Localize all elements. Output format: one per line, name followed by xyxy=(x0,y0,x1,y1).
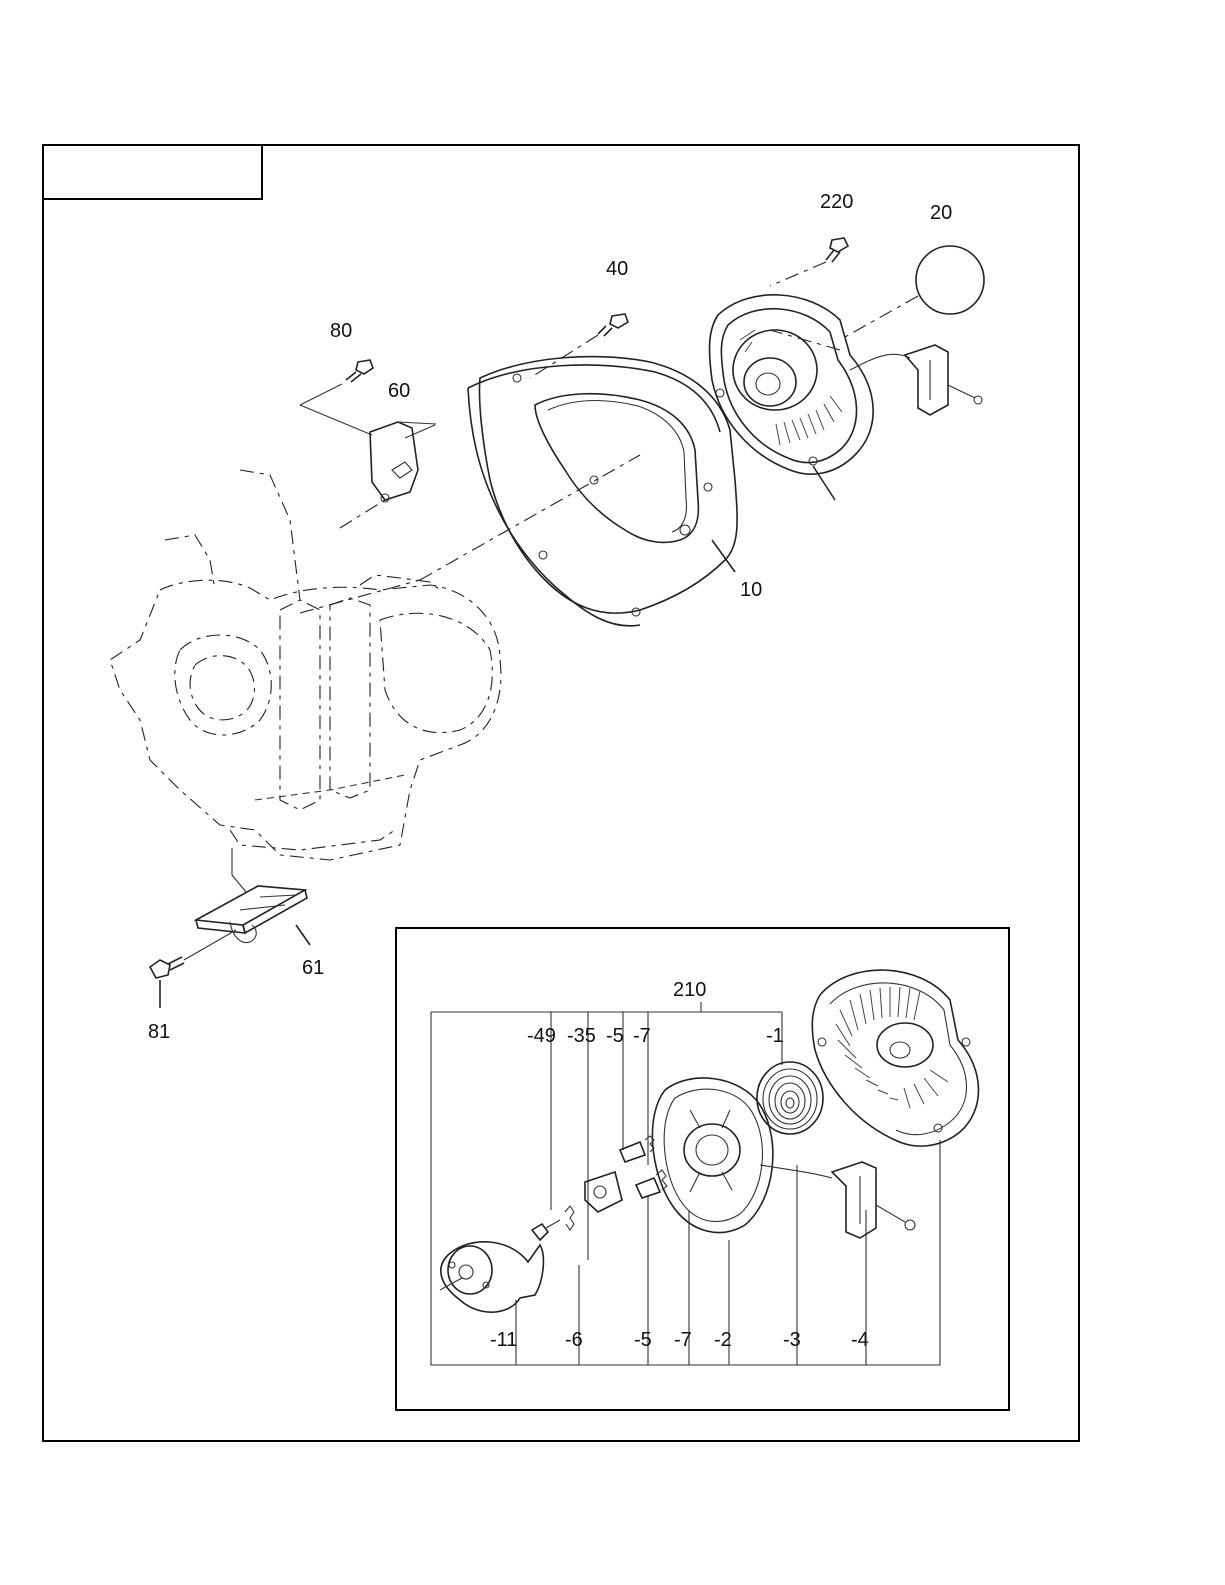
outer-frame xyxy=(43,145,1079,1441)
bolt-40 xyxy=(598,314,628,336)
callout-80: 80 xyxy=(330,320,352,342)
title-box xyxy=(43,145,262,199)
decal-disc xyxy=(916,246,984,314)
inset-bottom-label: -6 xyxy=(565,1329,583,1351)
callout-40: 40 xyxy=(606,258,628,280)
ratchet-parts xyxy=(532,1136,667,1240)
inset-top-label: -49 xyxy=(527,1025,556,1047)
callout-60: 60 xyxy=(388,380,410,402)
inset-top-label: -7 xyxy=(633,1025,651,1047)
bracket-60 xyxy=(370,422,436,502)
callout-20: 20 xyxy=(930,202,952,224)
inset-top-label: -35 xyxy=(567,1025,596,1047)
starter-case xyxy=(812,970,978,1146)
starter-rope-handle xyxy=(760,1162,915,1238)
inset-bottom-label: -3 xyxy=(783,1329,801,1351)
bolt-80 xyxy=(346,360,373,382)
inset-bottom-label: -4 xyxy=(851,1329,869,1351)
engine-body-phantom xyxy=(110,455,640,860)
inset-top-label: -1 xyxy=(766,1025,784,1047)
spiral-spring xyxy=(757,1062,823,1134)
inset-bottom-label: -11 xyxy=(490,1329,517,1351)
reel xyxy=(652,1078,772,1232)
starter-pulley xyxy=(440,1242,543,1312)
bolt-220 xyxy=(826,238,848,262)
callout-81: 81 xyxy=(148,1021,170,1043)
inset-bottom-label: -5 xyxy=(634,1329,652,1351)
bracket-61 xyxy=(196,886,310,945)
callout-61: 61 xyxy=(302,957,324,979)
inset-callout-bracket xyxy=(431,1002,940,1365)
inset-bottom-label: -2 xyxy=(714,1329,732,1351)
inset-callout-210: 210 xyxy=(673,979,706,1001)
callout-220: 220 xyxy=(820,191,853,213)
inset-bottom-label: -7 xyxy=(674,1329,692,1351)
callout-labels: 220 20 40 80 60 10 61 81 210 -49 -35 -5 … xyxy=(148,191,952,1351)
bolt-81 xyxy=(150,957,184,1008)
recoil-starter-cover xyxy=(710,295,982,500)
fan-shroud xyxy=(468,357,737,626)
callout-10: 10 xyxy=(740,579,762,601)
inset-top-label: -5 xyxy=(606,1025,624,1047)
